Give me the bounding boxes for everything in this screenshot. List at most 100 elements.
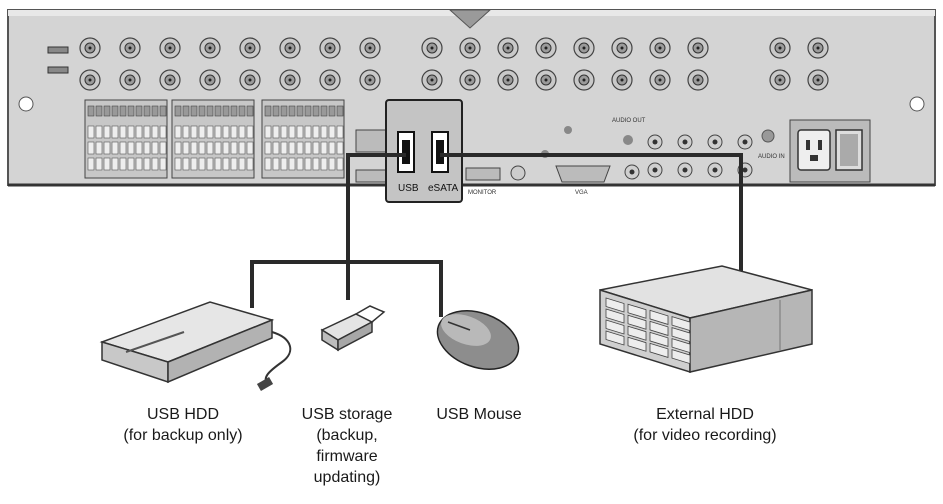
bnc-connector-icon	[807, 37, 829, 59]
bnc-connector-icon	[807, 69, 829, 91]
rca-jack-icon	[737, 134, 753, 150]
usb-mouse-device	[436, 310, 520, 370]
switch-icon	[47, 66, 69, 74]
drive-bay-icon	[671, 327, 691, 343]
drive-bay-icon	[605, 330, 625, 346]
drive-bay-icon	[671, 349, 691, 365]
bnc-connector-icon	[497, 37, 519, 59]
drive-bay-icon	[627, 314, 647, 330]
drive-bay-icon	[627, 325, 647, 341]
bnc-connector-icon	[359, 37, 381, 59]
bnc-connector-icon	[573, 69, 595, 91]
drive-bay-icon	[671, 338, 691, 354]
usb-storage-line-3: firmware	[316, 448, 378, 465]
usb-hdd-title: USB HDD	[146, 406, 219, 423]
bnc-connector-icon	[459, 37, 481, 59]
usb-port-label: USB	[398, 183, 419, 194]
drive-bay-icon	[627, 303, 647, 319]
usb-mouse-title: USB Mouse	[436, 406, 522, 423]
bnc-connector-icon	[649, 37, 671, 59]
bnc-connector-icon	[421, 69, 443, 91]
rca-jack-icon	[624, 164, 640, 180]
bnc-connector-icon	[119, 37, 141, 59]
vga-port: VGA	[555, 165, 611, 196]
drive-bay-icon	[649, 320, 669, 336]
bnc-connector-icon	[687, 37, 709, 59]
external-hdd-title: External HDD	[656, 406, 754, 423]
bnc-connector-icon	[199, 69, 221, 91]
drive-bay-icon	[605, 319, 625, 335]
bnc-connector-icon	[497, 69, 519, 91]
drive-bay-icon	[627, 336, 647, 352]
usb-storage-caption: USB storage (backup, firmware updating)	[292, 404, 402, 488]
usb-hdd-device	[99, 301, 292, 391]
aux-port-icon	[510, 165, 526, 181]
audio-jacks	[624, 134, 753, 180]
bnc-connector-icon	[649, 69, 671, 91]
bnc-connector-icon	[239, 69, 261, 91]
rca-jack-icon	[677, 134, 693, 150]
bnc-connector-icon	[459, 69, 481, 91]
drive-bay-icon	[671, 316, 691, 332]
bnc-connector-icon	[239, 37, 261, 59]
audio-out-label: AUDIO OUT	[612, 118, 646, 124]
usb-cable-trunk	[346, 153, 406, 262]
bnc-connector-icon	[279, 69, 301, 91]
rca-jack-icon	[677, 162, 693, 178]
terminal-block	[171, 99, 255, 179]
terminal-block	[261, 99, 345, 179]
bnc-connector-icon	[421, 37, 443, 59]
bnc-connector-icon	[159, 69, 181, 91]
drive-bay-icon	[605, 297, 625, 313]
bnc-connector-icon	[769, 37, 791, 59]
usb-hdd-cable	[250, 260, 348, 308]
power-socket-icon	[797, 129, 831, 171]
audio-in-label: AUDIO IN	[758, 154, 785, 160]
usb-hdd-caption: USB HDD (for backup only)	[108, 404, 258, 446]
rca-jack-icon	[707, 162, 723, 178]
usb-storage-device	[320, 305, 386, 352]
usb-hdd-subtitle: (for backup only)	[123, 427, 243, 444]
usb-mouse-caption: USB Mouse	[424, 404, 534, 425]
bnc-connectors	[47, 37, 829, 91]
bnc-connector-icon	[79, 37, 101, 59]
switch-icon	[47, 46, 69, 54]
bnc-connector-icon	[769, 69, 791, 91]
esata-port-label: eSATA	[428, 183, 459, 194]
cables	[250, 153, 743, 317]
rca-jack-icon	[707, 134, 723, 150]
external-hdd-device	[599, 265, 813, 374]
monitor-port: MONITOR	[465, 167, 501, 196]
bnc-connector-icon	[611, 69, 633, 91]
power-section	[789, 119, 871, 183]
rca-jack-icon	[647, 162, 663, 178]
bnc-connector-icon	[319, 69, 341, 91]
vga-label: VGA	[575, 190, 588, 196]
usb-esata-port-panel: USB eSATA	[385, 99, 463, 203]
usb-storage-line-4: updating)	[313, 469, 381, 486]
bnc-connector-icon	[687, 69, 709, 91]
usb-storage-line-2: (backup,	[316, 427, 378, 444]
bnc-connector-icon	[535, 69, 557, 91]
drive-bays	[605, 297, 691, 365]
mount-hole-left	[18, 96, 34, 112]
usb-storage-title: USB storage	[301, 406, 393, 423]
rca-jack-icon	[647, 134, 663, 150]
usb-mouse-cable	[348, 260, 443, 317]
bnc-connector-icon	[279, 37, 301, 59]
bnc-connector-icon	[159, 37, 181, 59]
network-port-icon	[355, 169, 387, 183]
terminal-block	[84, 99, 168, 179]
external-hdd-subtitle: (for video recording)	[633, 427, 777, 444]
bnc-connector-icon	[359, 69, 381, 91]
terminal-blocks	[84, 99, 387, 183]
drive-bay-icon	[605, 308, 625, 324]
bnc-connector-icon	[199, 37, 221, 59]
bnc-connector-icon	[535, 37, 557, 59]
mount-hole-right	[909, 96, 925, 112]
bnc-connector-icon	[119, 69, 141, 91]
bnc-connector-icon	[79, 69, 101, 91]
bnc-connector-icon	[319, 37, 341, 59]
bnc-connector-icon	[573, 37, 595, 59]
